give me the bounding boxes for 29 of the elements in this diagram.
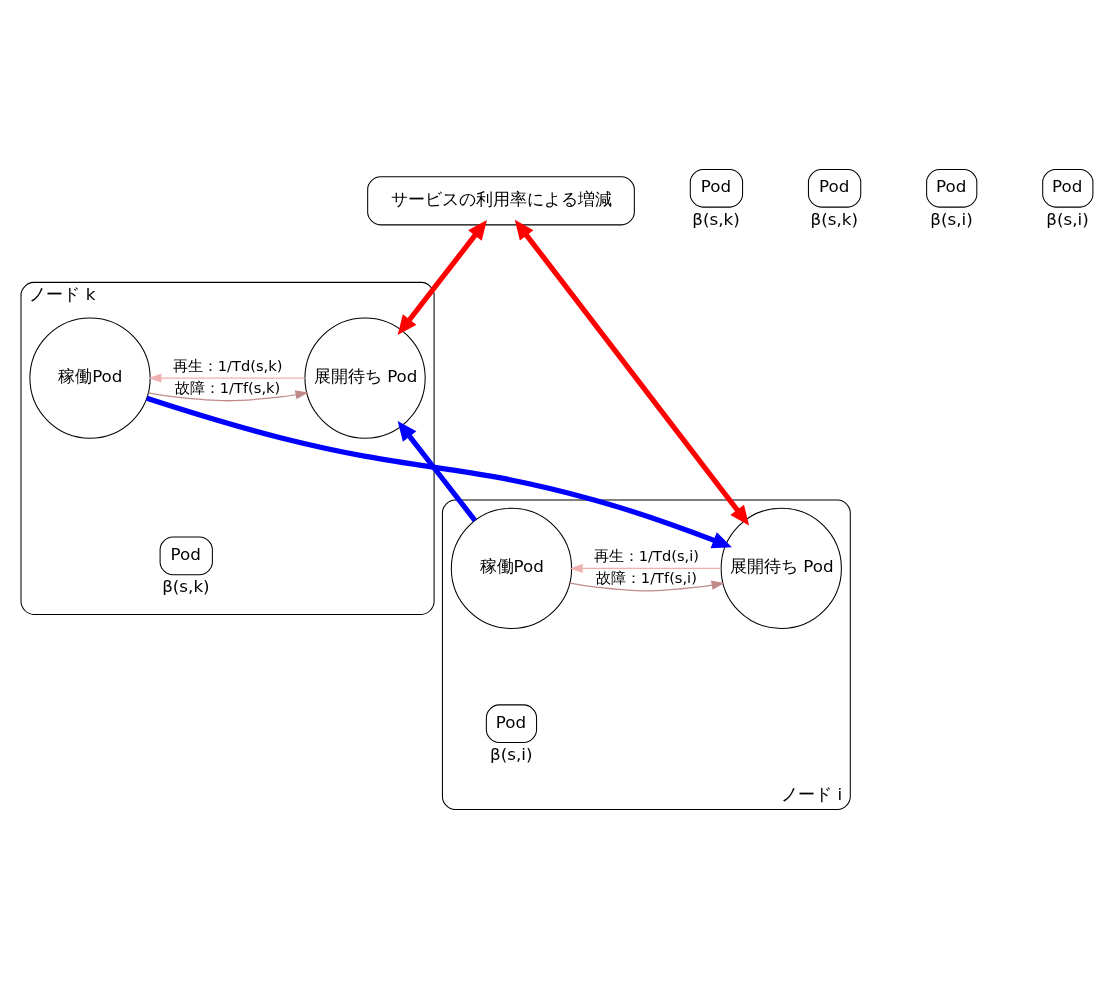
edge-label: 再生：1/Td(s,k) bbox=[172, 356, 283, 374]
node-box: Pod bbox=[926, 168, 978, 208]
node-circle: 稼働Pod bbox=[450, 507, 573, 630]
edge-label: 故障：1/Tf(s,i) bbox=[595, 569, 697, 587]
arrow bbox=[569, 580, 725, 592]
edge-label: 故障：1/Tf(s,k) bbox=[174, 378, 281, 396]
node-box: Pod bbox=[807, 168, 862, 208]
arrow bbox=[397, 219, 487, 336]
arrow bbox=[147, 390, 309, 402]
node-circle: 展開待ち Pod bbox=[304, 317, 426, 439]
node-box: サービスの利用率による増減 bbox=[367, 176, 635, 226]
node-label: β(s,k) bbox=[810, 208, 858, 229]
node-label: β(s,k) bbox=[692, 208, 740, 229]
arrow bbox=[397, 421, 477, 522]
node-label: β(s,i) bbox=[1046, 208, 1089, 229]
node-circle: 稼働Pod bbox=[29, 317, 151, 439]
arrow bbox=[569, 563, 722, 573]
edge-label: 再生：1/Td(s,i) bbox=[593, 547, 699, 565]
node-box: Pod bbox=[1042, 168, 1094, 208]
node-label: β(s,k) bbox=[162, 576, 210, 597]
node-label: β(s,i) bbox=[490, 744, 533, 765]
arrow bbox=[514, 219, 750, 526]
node-box: Pod bbox=[689, 168, 744, 208]
arrow bbox=[146, 395, 732, 549]
node-box: Pod bbox=[159, 536, 213, 576]
arrow bbox=[148, 373, 306, 383]
node-label: β(s,i) bbox=[930, 208, 973, 229]
node-circle: 展開待ち Pod bbox=[720, 507, 842, 630]
node-box: Pod bbox=[485, 704, 538, 744]
